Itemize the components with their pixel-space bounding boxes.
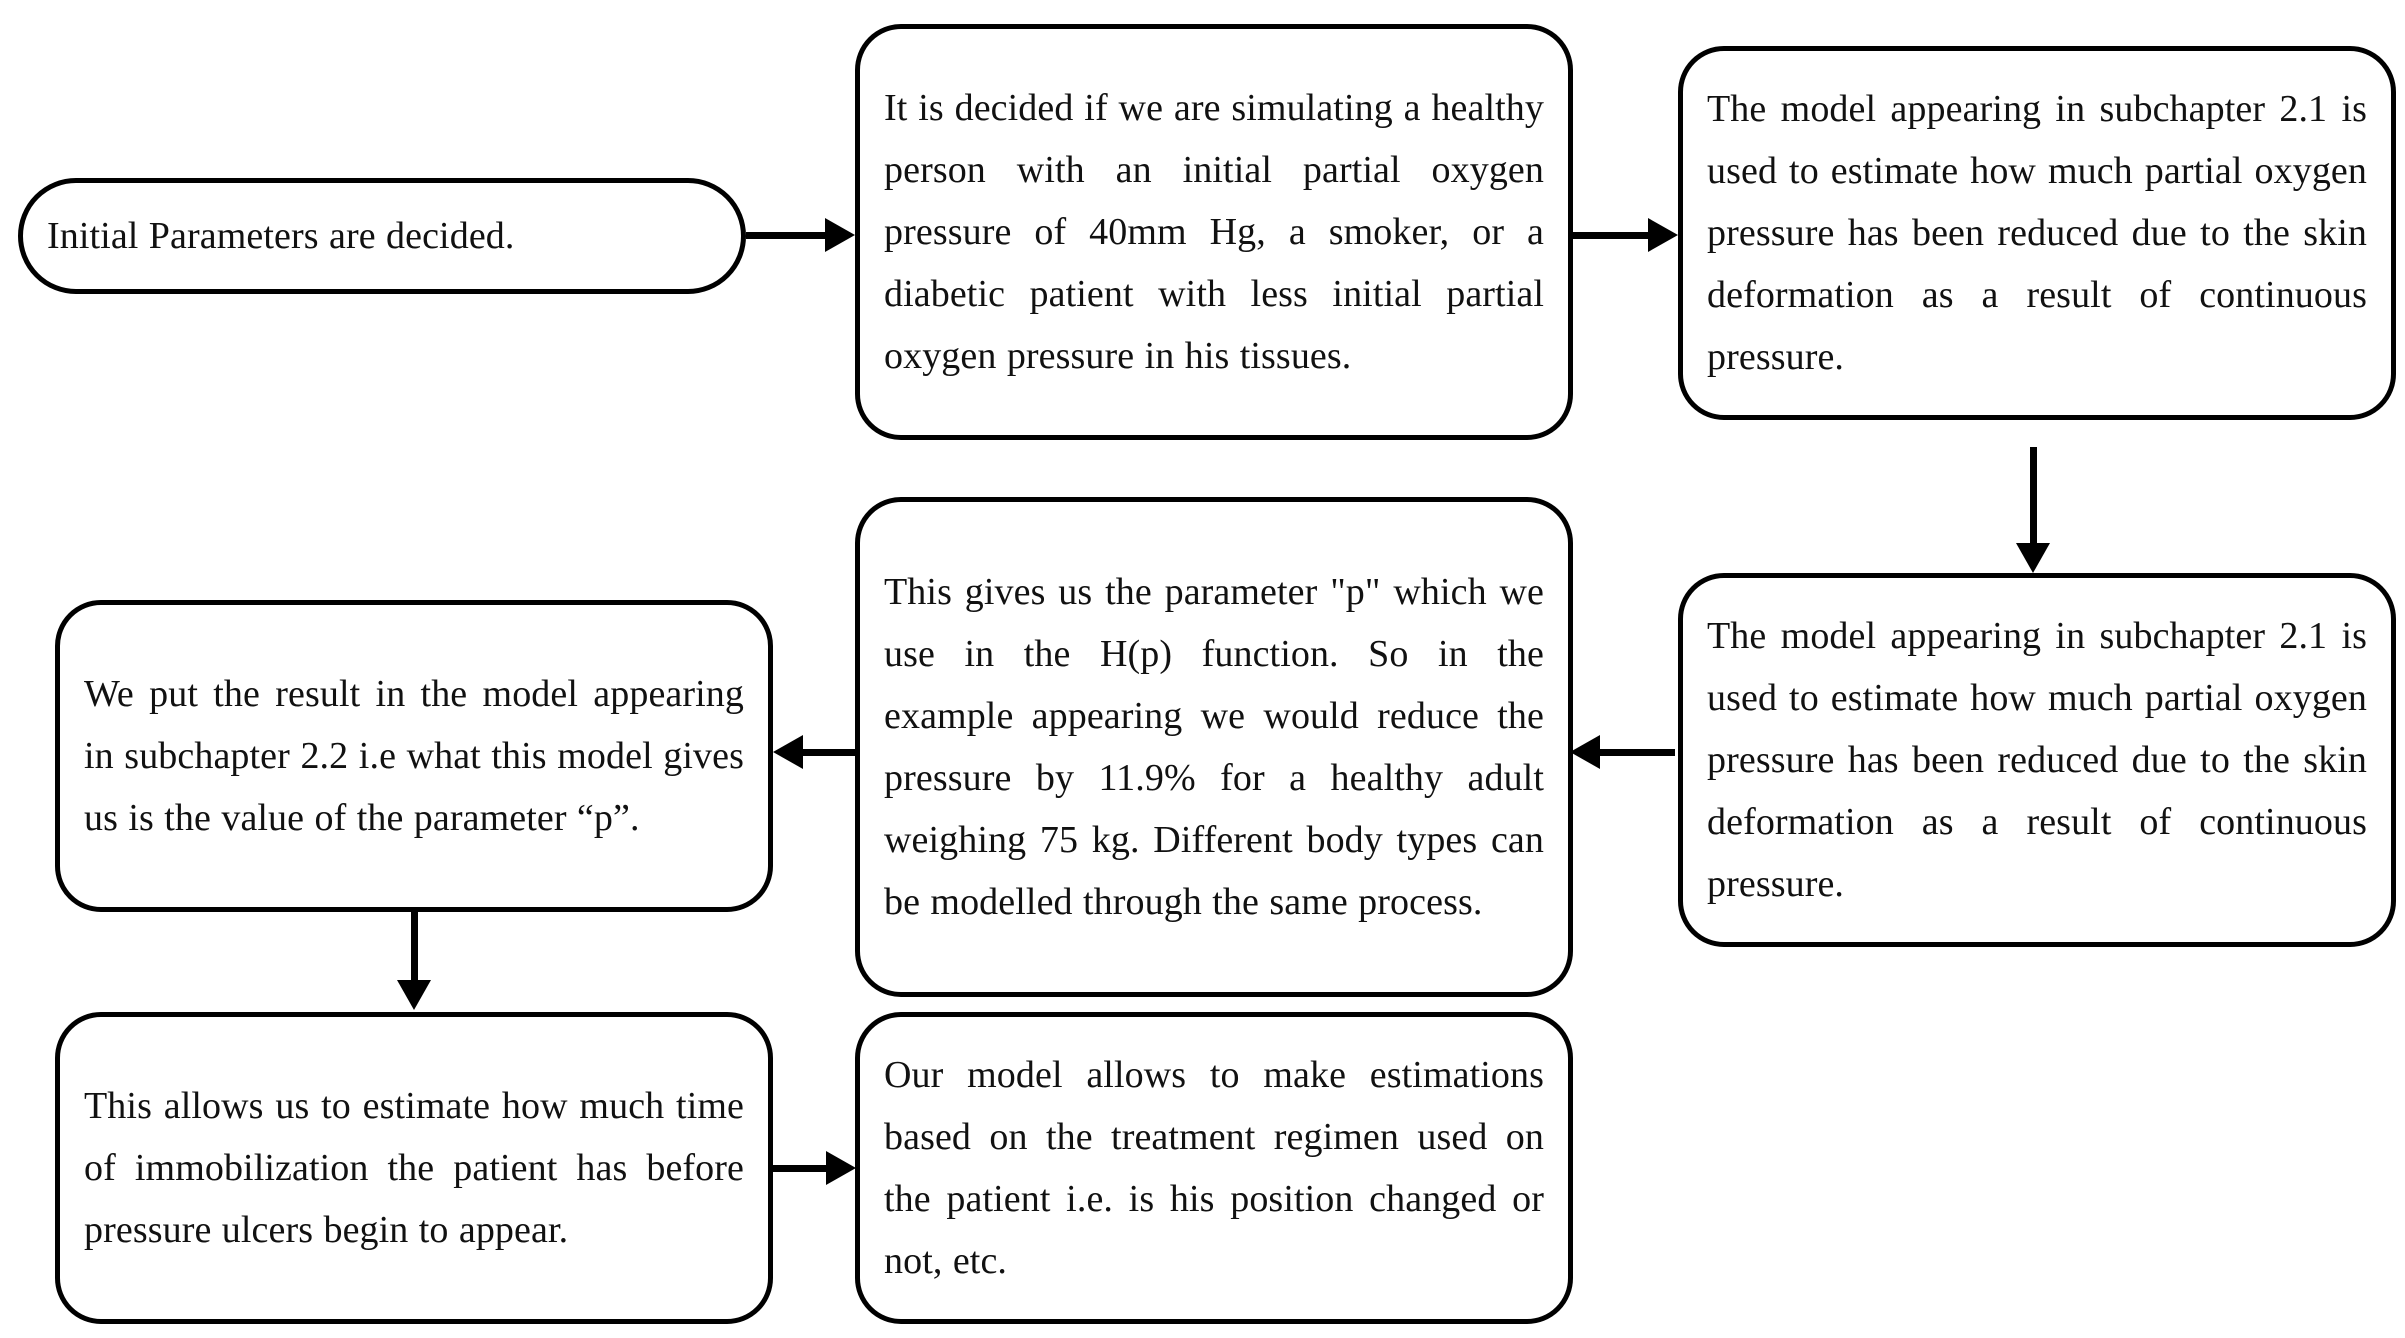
arrowhead-left-icon — [1570, 735, 1600, 769]
flowchart-node-immobilization-time[interactable]: This allows us to estimate how much time… — [55, 1012, 773, 1324]
flowchart-node-put-result-in-model[interactable]: We put the result in the model appearing… — [55, 600, 773, 912]
node-text: This gives us the parameter "p" which we… — [884, 571, 1544, 923]
connector-initial-parameters-to-patient-type — [746, 232, 828, 239]
connector-model-21-first-to-second — [2030, 447, 2037, 547]
arrowhead-down-icon — [2016, 543, 2050, 573]
arrowhead-right-icon — [826, 1151, 856, 1185]
node-text: We put the result in the model appearing… — [84, 673, 744, 839]
connector-immobilization-to-treatment-regimen — [773, 1165, 831, 1172]
arrowhead-right-icon — [1648, 218, 1678, 252]
node-text: It is decided if we are simulating a hea… — [884, 87, 1544, 377]
node-text: This allows us to estimate how much time… — [84, 1085, 744, 1251]
node-text: The model appearing in subchapter 2.1 is… — [1707, 615, 2367, 905]
node-text: The model appearing in subchapter 2.1 is… — [1707, 88, 2367, 378]
connector-patient-type-to-model-21-first — [1573, 232, 1651, 239]
arrowhead-right-icon — [825, 218, 855, 252]
flowchart-node-model-subchapter-2-1-second[interactable]: The model appearing in subchapter 2.1 is… — [1678, 573, 2396, 947]
flowchart-node-treatment-regimen[interactable]: Our model allows to make estimations bas… — [855, 1012, 1573, 1324]
node-text: Initial Parameters are decided. — [47, 215, 515, 257]
flowchart-node-initial-parameters[interactable]: Initial Parameters are decided. — [18, 178, 746, 294]
flowchart-node-model-subchapter-2-1-first[interactable]: The model appearing in subchapter 2.1 is… — [1678, 46, 2396, 420]
connector-put-result-to-immobilization — [411, 912, 418, 984]
arrowhead-down-icon — [397, 980, 431, 1010]
flowchart-node-parameter-p[interactable]: This gives us the parameter "p" which we… — [855, 497, 1573, 997]
node-text: Our model allows to make estimations bas… — [884, 1054, 1544, 1282]
flowchart-node-patient-type[interactable]: It is decided if we are simulating a hea… — [855, 24, 1573, 440]
arrowhead-left-icon — [773, 735, 803, 769]
connector-model-21-second-to-parameter-p — [1600, 749, 1675, 756]
connector-parameter-p-to-put-result — [800, 749, 855, 756]
